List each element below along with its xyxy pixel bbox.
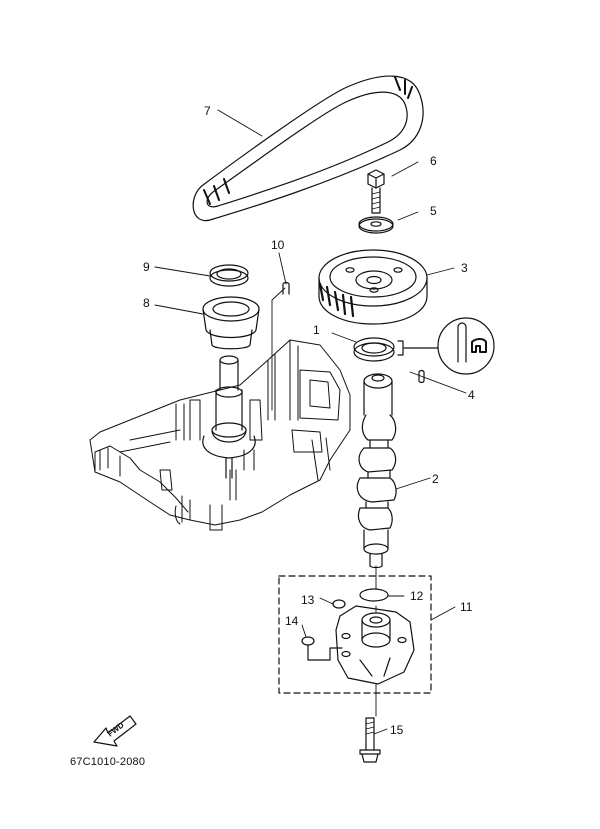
callout-13: 13 [301, 593, 315, 607]
callout-9: 9 [143, 260, 150, 274]
callout-10: 10 [271, 238, 285, 252]
o-ring-14-part [301, 636, 343, 661]
driven-pulley-part [318, 249, 428, 325]
pin-detail-circle [403, 317, 495, 375]
oil-pump-part [335, 605, 415, 685]
power-head-housing [89, 339, 351, 531]
callout-11: 11 [460, 600, 473, 614]
callout-12: 12 [410, 589, 424, 603]
leader-lines [154, 109, 467, 735]
callout-1: 1 [313, 323, 320, 337]
fwd-arrow-icon: FWD [93, 715, 137, 747]
camshaft-part [356, 373, 397, 569]
oil-seal-9-part [209, 264, 249, 287]
callout-14: 14 [285, 614, 299, 628]
pulley-bolt-part [367, 169, 385, 214]
pump-bolt-part [359, 717, 381, 763]
timing-belt-part [192, 75, 424, 222]
crankshaft-part [202, 355, 256, 479]
callout-3: 3 [461, 261, 468, 275]
o-ring-13-part [332, 599, 346, 609]
bushing-8-part [202, 296, 260, 350]
callout-8: 8 [143, 296, 150, 310]
callout-5: 5 [430, 204, 437, 218]
oil-pump-assembly-box [278, 575, 432, 694]
callout-7: 7 [204, 104, 211, 118]
dowel-pin-part [418, 369, 425, 384]
callout-2: 2 [432, 472, 439, 486]
fwd-label: FWD [106, 720, 126, 738]
callout-6: 6 [430, 154, 437, 168]
oil-seal-part [353, 337, 404, 362]
washer-part [358, 216, 394, 234]
callout-15: 15 [390, 723, 404, 737]
o-ring-12-part [359, 588, 389, 602]
diagram-code: 67C1010-2080 [70, 756, 146, 768]
callout-4: 4 [468, 388, 475, 402]
